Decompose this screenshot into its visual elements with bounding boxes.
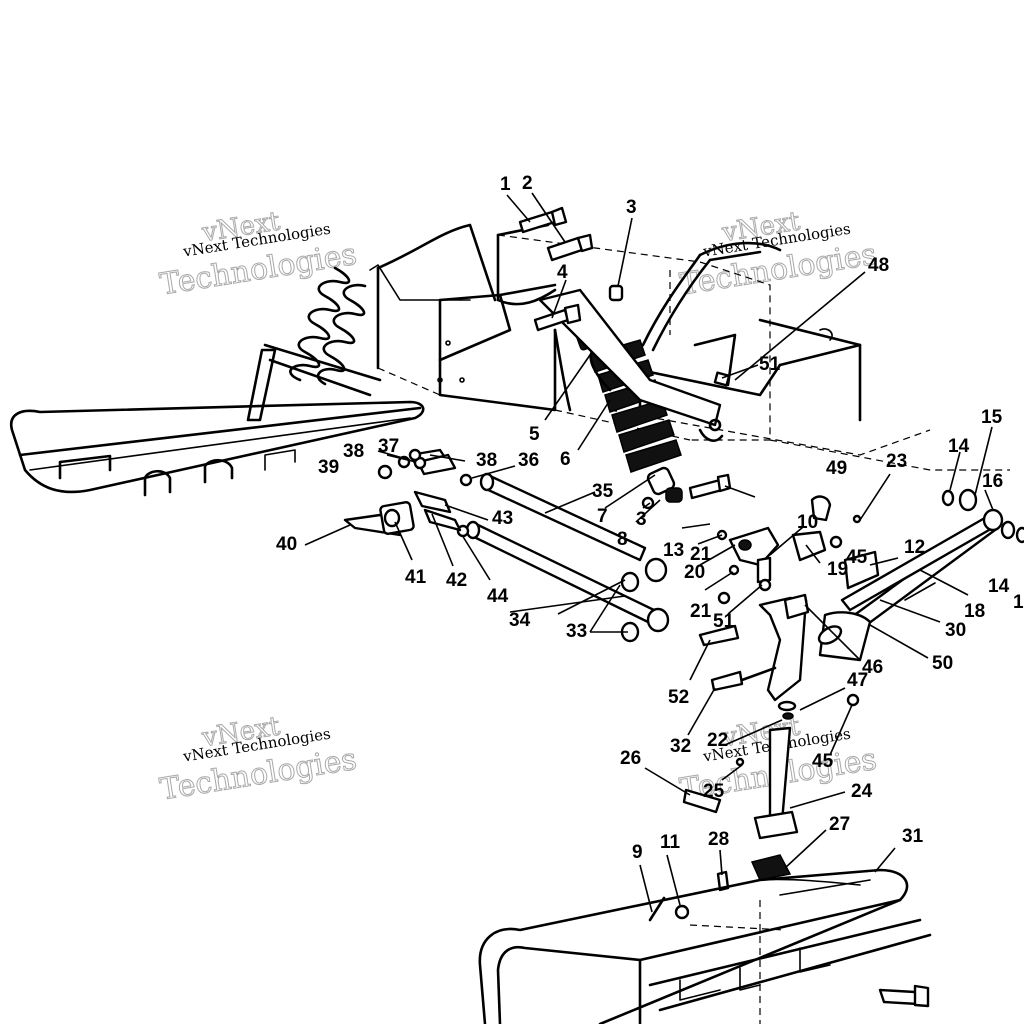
callout-38b: 38 [476, 450, 497, 471]
callout-7: 7 [597, 506, 608, 527]
callout-4: 4 [557, 262, 568, 283]
right-ski [478, 868, 932, 1024]
center-shock-absorber [538, 288, 737, 503]
callout-51: 51 [759, 354, 781, 375]
callout-42: 42 [446, 570, 467, 591]
chassis-bulkhead [376, 223, 1010, 471]
callout-49: 49 [826, 458, 847, 479]
callout-39: 39 [318, 457, 339, 478]
callout-45b: 45 [812, 751, 834, 772]
callout-21b: 21 [690, 601, 712, 622]
callout-46: 46 [862, 657, 883, 678]
callout-22: 22 [707, 730, 728, 751]
callout-8: 8 [617, 529, 628, 550]
watermark-group: vNext vNext Technologies Technologies vN… [157, 206, 880, 808]
callout-35: 35 [592, 481, 614, 502]
callout-37: 37 [378, 436, 399, 457]
callout-27: 27 [829, 814, 850, 835]
callout-19: 19 [827, 559, 848, 580]
top-mount-hardware [518, 206, 732, 510]
callout-17: 17 [1013, 592, 1024, 613]
callout-28: 28 [708, 829, 729, 850]
callout-25: 25 [703, 781, 725, 802]
callout-6: 6 [560, 449, 571, 470]
leader-lines [304, 192, 994, 913]
callout-52: 52 [668, 687, 689, 708]
callout-38: 38 [343, 441, 364, 462]
callout-43: 43 [492, 508, 513, 529]
callout-15: 15 [981, 407, 1003, 428]
callout-5: 5 [529, 424, 540, 445]
steering-arm-cluster [716, 495, 880, 592]
callout-32: 32 [670, 736, 691, 757]
callout-51b: 51 [713, 611, 735, 632]
callout-44: 44 [487, 586, 509, 607]
callout-31: 31 [902, 826, 924, 847]
callout-33: 33 [566, 621, 587, 642]
callout-48: 48 [868, 255, 889, 276]
callout-10: 10 [797, 512, 818, 533]
callout-13: 13 [663, 540, 684, 561]
callout-26: 26 [620, 748, 641, 769]
callout-16: 16 [982, 471, 1003, 492]
callout-11: 11 [660, 832, 681, 853]
callout-12: 12 [904, 537, 925, 558]
callout-47: 47 [847, 670, 868, 691]
callout-36: 36 [518, 450, 539, 471]
callout-23: 23 [886, 451, 907, 472]
callout-40: 40 [276, 534, 297, 555]
callout-24: 24 [851, 781, 873, 802]
callout-3: 3 [626, 197, 637, 218]
callout-18: 18 [964, 601, 985, 622]
callout-45: 45 [846, 547, 868, 568]
left-shock-spring [289, 266, 367, 386]
callout-labels: 1 2 3 4 5 6 7 8 3 9 10 11 12 13 14 14 15… [276, 173, 1024, 863]
callout-2: 2 [522, 173, 533, 194]
callout-14b: 14 [988, 576, 1010, 597]
right-a-arm [817, 488, 1024, 662]
callout-21: 21 [690, 544, 712, 565]
callout-50: 50 [932, 653, 953, 674]
callout-1: 1 [500, 174, 511, 195]
callout-30: 30 [945, 620, 966, 641]
left-ski-assembly [9, 264, 471, 497]
callout-14: 14 [948, 436, 970, 457]
callout-41: 41 [405, 567, 427, 588]
callout-9: 9 [632, 842, 643, 863]
callout-34: 34 [509, 610, 531, 631]
callout-3b: 3 [636, 509, 647, 530]
tie-rod-assembly [456, 472, 670, 643]
left-hardware-cluster [343, 448, 462, 537]
callout-20: 20 [684, 562, 705, 583]
